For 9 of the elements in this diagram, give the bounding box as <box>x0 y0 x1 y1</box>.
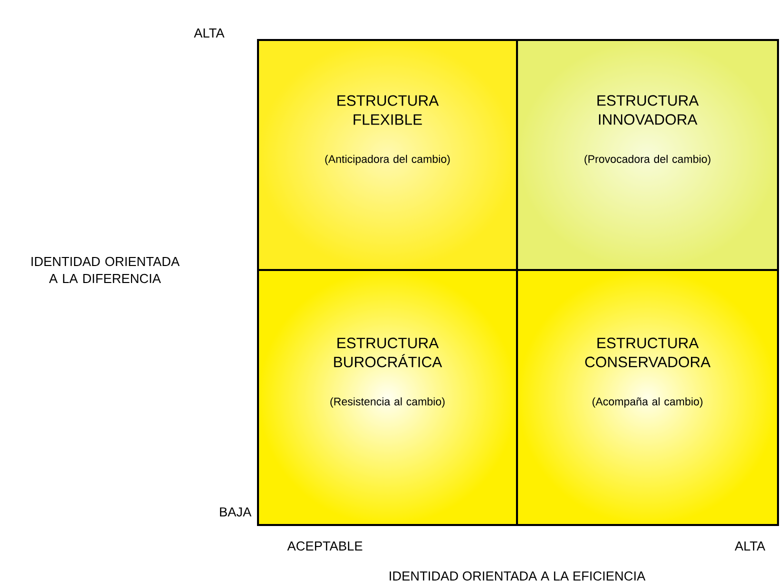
axis-label: IDENTIDAD ORIENTADA A LA EFICIENCIA <box>390 571 646 581</box>
axis-label: ALTA <box>194 28 224 38</box>
quadrant-box: ESTRUCTURA BUROCRÁTICA (Resistencia al cambio) <box>257 268 518 526</box>
quadrant-box: ESTRUCTURA CONSERVADORA (Acompaña al cambio) <box>516 268 779 526</box>
axis-label: ACEPTABLE <box>287 541 362 551</box>
quadrant-box: ESTRUCTURA INNOVADORA (Provocadora del cambio) <box>516 39 779 271</box>
axis-label: ALTA <box>734 542 766 550</box>
quadrant-box: ESTRUCTURA FLEXIBLE (Anticipadora del cambio) <box>257 39 518 271</box>
axis-label: IDENTIDAD ORIENTADA A LA DIFERENCIA <box>32 256 180 284</box>
